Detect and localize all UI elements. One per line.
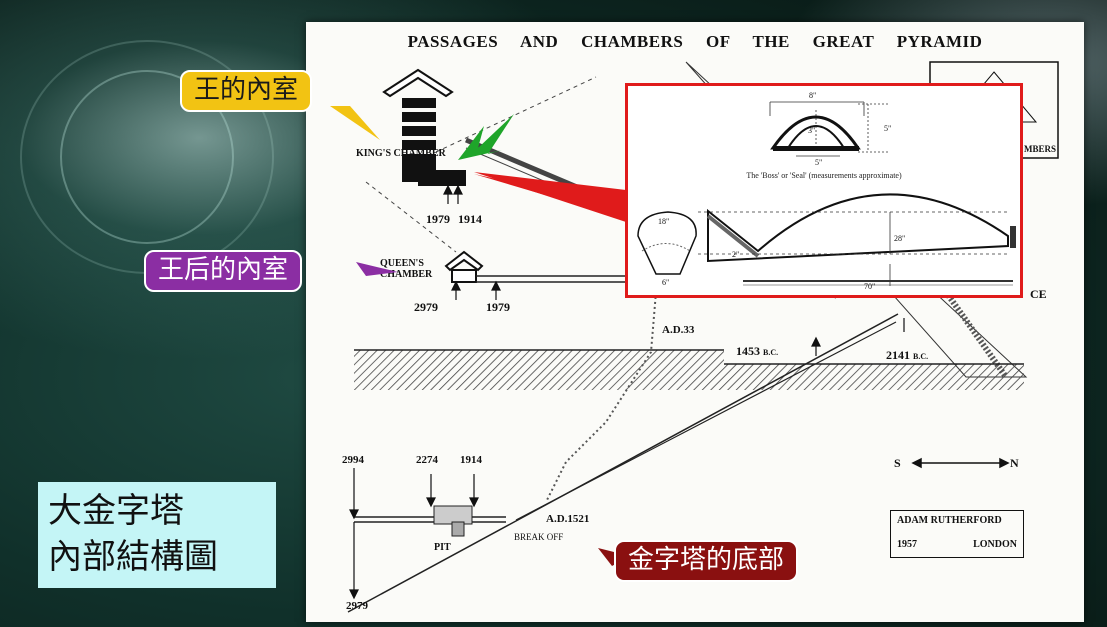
dim-label: 2": [732, 250, 740, 259]
year-label: 1979: [486, 300, 510, 314]
green-arrow-icon: [458, 114, 514, 160]
year-label: 2994: [342, 454, 364, 466]
slide-title-box: 大金字塔 內部結構圖: [38, 482, 276, 588]
credit-name: ADAM RUTHERFORD: [897, 515, 1002, 526]
year-label: 2274: [416, 454, 438, 466]
credit-city: LONDON: [973, 539, 1017, 550]
inset-caption: The 'Boss' or 'Seal' (measurements appro…: [746, 171, 902, 180]
slide-title-line2: 內部結構圖: [48, 537, 218, 577]
year-markers: [349, 184, 905, 600]
year-label: 1914: [460, 454, 482, 466]
dim-label: 70": [864, 282, 876, 291]
dim-label: 3": [808, 126, 816, 135]
year-label: A.D.1521: [546, 513, 590, 525]
entrance-label: CE: [1030, 287, 1047, 301]
year-value: 2141: [886, 348, 910, 362]
subterranean-chamber-drawing: [354, 505, 506, 537]
year-label: A.D.33: [662, 324, 695, 336]
era-suffix: B.C.: [913, 352, 929, 361]
year-label-1453: 1453 B.C.: [736, 344, 778, 359]
dim-label: 5": [884, 124, 892, 133]
dim-label: 6": [662, 278, 670, 287]
pyramid-casing-hatch: [943, 290, 1009, 379]
year-label: 2979: [346, 600, 368, 612]
slide-title-line1: 大金字塔: [48, 491, 184, 531]
year-label: 2979: [414, 300, 438, 314]
kings-chamber-drawing: [382, 68, 466, 186]
pyramid-base-callout: 金字塔的底部: [614, 540, 799, 582]
queens-chamber-label: QUEEN'S CHAMBER: [380, 258, 433, 280]
dim-label: 8": [809, 91, 817, 100]
pit-label: PIT: [434, 542, 451, 553]
kings-chamber-callout: 王的內室: [180, 70, 313, 112]
seal-drawing: [637, 101, 1016, 286]
queens-chamber-callout: 王后的內室: [144, 250, 303, 292]
era-suffix: B.C.: [763, 348, 779, 357]
descending-passage: [347, 313, 899, 613]
diagram-title: PASSAGES AND CHAMBERS OF THE GREAT PYRAM…: [407, 32, 983, 51]
ground-hatch: [354, 349, 1024, 390]
year-label-2141: 2141 B.C.: [886, 348, 928, 363]
compass-south: S: [894, 456, 901, 470]
kings-chamber-label: KING'S CHAMBER: [356, 148, 446, 159]
break-off-label: BREAK OFF: [514, 532, 564, 542]
queens-chamber-drawing: [444, 250, 636, 283]
compass-north: N: [1010, 456, 1019, 470]
dim-label: 28": [894, 234, 906, 243]
chambers-legend-label: MBERS: [1024, 144, 1057, 154]
year-value: 1453: [736, 344, 760, 358]
seal-inset: 8" 3" 5" 5" The 'Boss' or 'Seal' (measur…: [625, 83, 1023, 298]
credit-box: ADAM RUTHERFORD 1957 LONDON: [890, 510, 1024, 558]
year-label: 1979: [426, 212, 450, 226]
well-shaft: [545, 291, 657, 503]
compass-arrow: [911, 457, 1010, 469]
dim-label: 18": [658, 217, 670, 226]
credit-year: 1957: [897, 539, 917, 550]
year-label: 1914: [458, 212, 482, 226]
dim-label: 5": [815, 158, 823, 167]
